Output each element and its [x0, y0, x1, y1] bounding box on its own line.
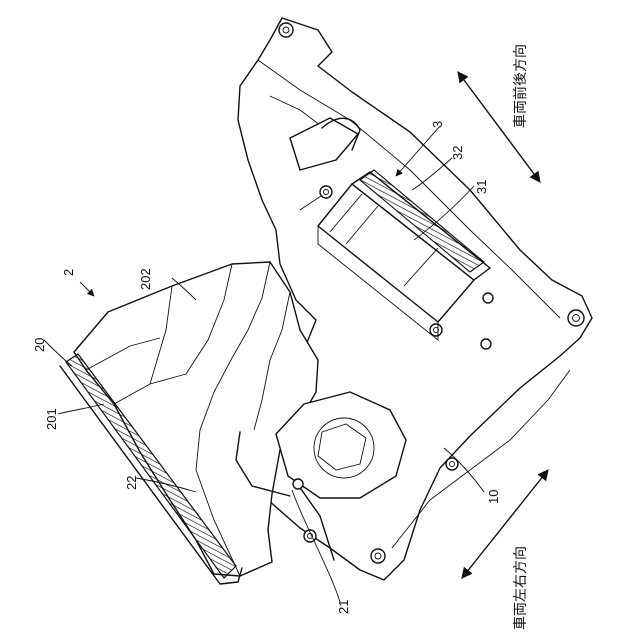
bolt-top: [279, 23, 293, 37]
label-201: 201: [44, 408, 59, 430]
label-21: 21: [336, 600, 351, 614]
bolt-center: [320, 186, 332, 198]
label-32: 32: [450, 146, 465, 160]
bolt-right: [568, 310, 584, 326]
label-31: 31: [474, 180, 489, 194]
left-right-arrow: [462, 470, 548, 578]
label-10: 10: [486, 490, 501, 504]
label-20: 20: [32, 338, 47, 352]
leader-2: [80, 282, 94, 296]
label-202: 202: [138, 268, 153, 290]
leader-201: [58, 404, 104, 414]
label-3: 3: [430, 121, 445, 128]
label-22: 22: [124, 476, 139, 490]
bolt-mid: [446, 458, 458, 470]
leader-20: [44, 340, 72, 366]
label-2: 2: [61, 269, 76, 276]
bolt-bottom: [371, 549, 385, 563]
left-right-caption: 車両左右方向: [512, 546, 529, 630]
front-rear-caption: 車両前後方向: [512, 44, 529, 128]
